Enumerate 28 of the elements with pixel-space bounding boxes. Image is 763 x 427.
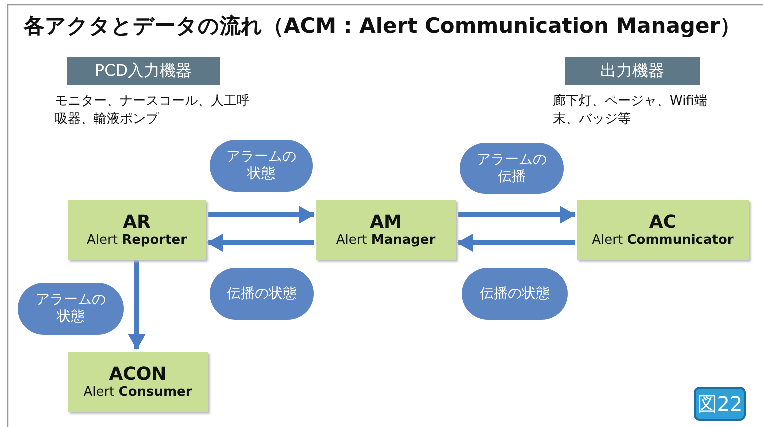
- category-label: PCD入力機器: [67, 57, 220, 85]
- data-pill: 伝播の状態: [462, 268, 568, 320]
- actor-code: AM: [370, 212, 402, 234]
- figure-badge: 図22: [694, 387, 746, 421]
- data-pill: アラームの状態: [210, 140, 313, 192]
- actor-name: Alert Manager: [336, 233, 436, 248]
- data-pill: アラームの伝播: [460, 143, 564, 194]
- device-list: モニター、ナースコール、人工呼吸器、輸液ポンプ: [55, 93, 255, 128]
- data-pill: 伝播の状態: [210, 268, 314, 320]
- actor-box: [316, 200, 456, 260]
- flow-arrow: [208, 206, 315, 224]
- actor-box: [68, 200, 206, 260]
- actor-code: AR: [123, 212, 151, 234]
- flow-arrow: [457, 234, 575, 252]
- category-label: 出力機器: [565, 57, 700, 85]
- actor-box: [68, 352, 208, 412]
- flow-arrow: [128, 260, 146, 350]
- flow-arrow: [458, 206, 576, 224]
- diagram-title: 各アクタとデータの流れ（ACM : Alert Communication Manager）: [24, 13, 742, 40]
- actor-name: Alert Reporter: [87, 233, 187, 248]
- actor-code: AC: [649, 212, 677, 234]
- actor-code: ACON: [109, 364, 167, 386]
- data-pill: アラームの状態: [18, 283, 124, 335]
- actor-name: Alert Consumer: [84, 385, 192, 400]
- actor-box: [577, 200, 749, 260]
- actor-name: Alert Communicator: [592, 233, 734, 248]
- flow-arrow: [207, 234, 314, 252]
- device-list: 廊下灯、ページャ、Wifi端末、バッジ等: [553, 93, 723, 128]
